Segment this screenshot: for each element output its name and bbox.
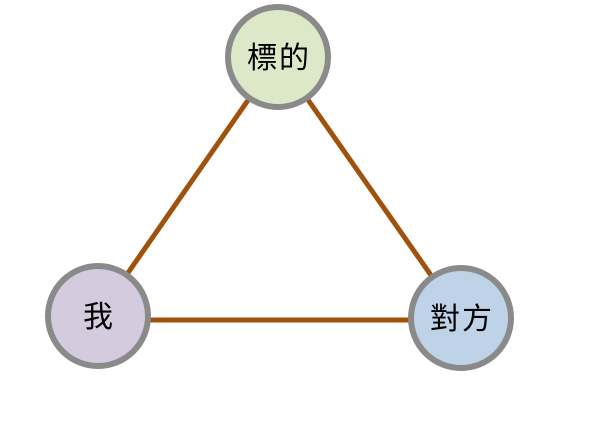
node-target-label: 標的 [247,41,311,76]
node-me-label: 我 [83,300,115,335]
node-other-circle [408,265,514,371]
node-target-circle [225,4,331,110]
node-other-label: 對方 [430,302,494,337]
edge-target-other [275,55,464,320]
node-me-circle [45,263,151,369]
